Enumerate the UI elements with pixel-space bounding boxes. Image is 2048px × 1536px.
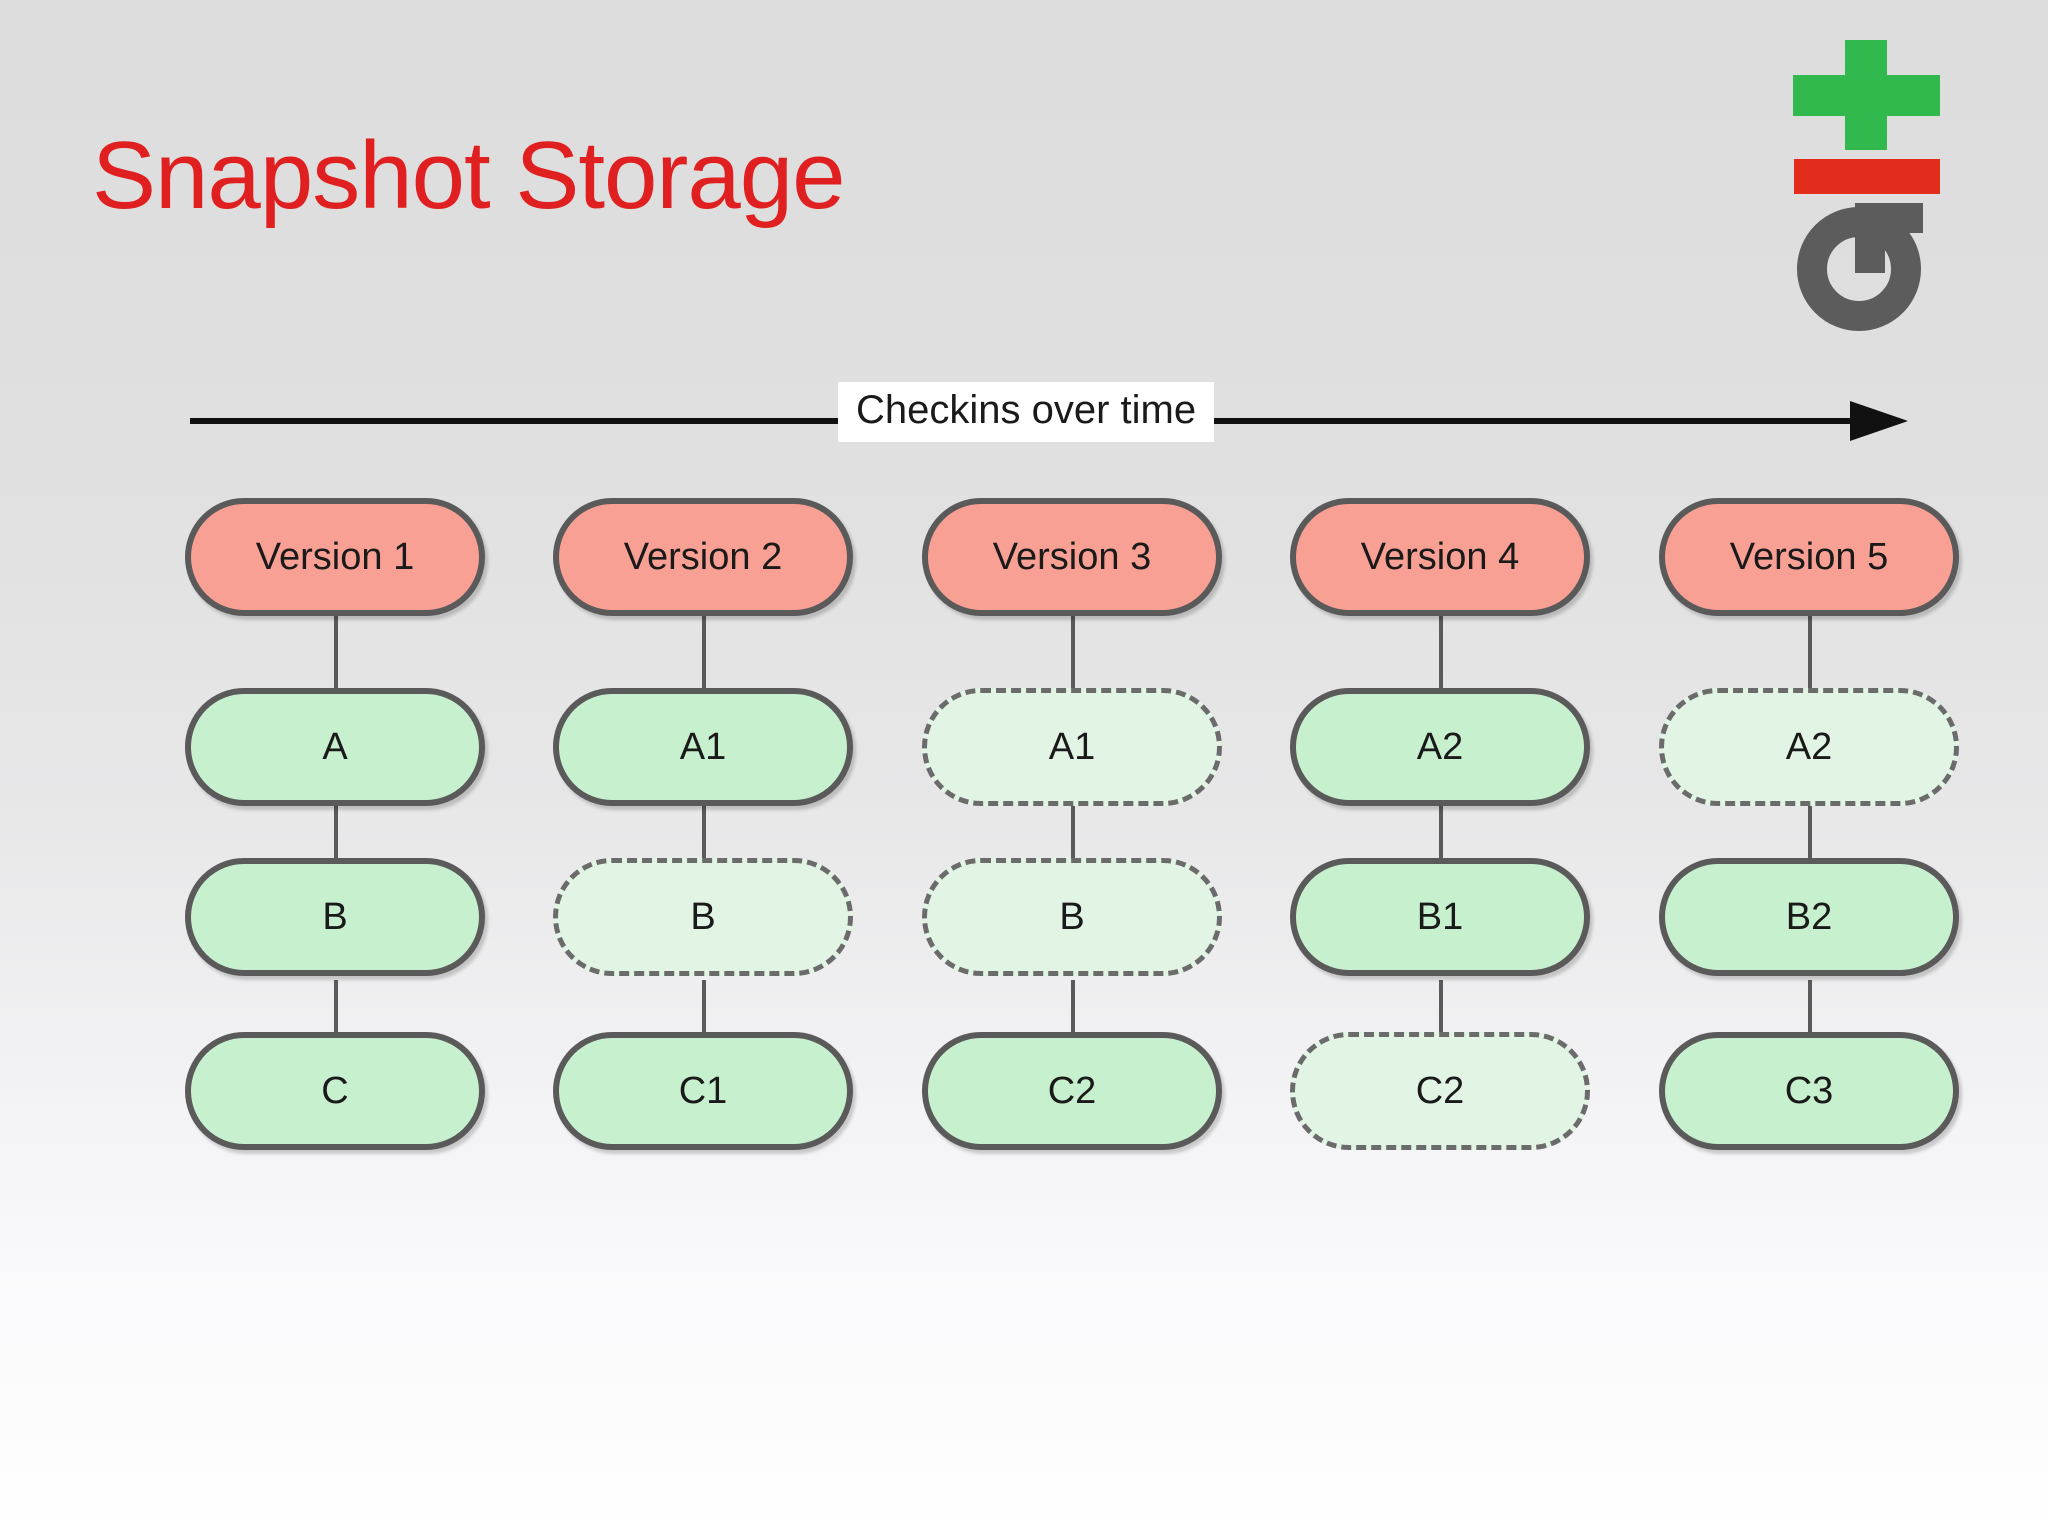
- node-connector-line: [334, 616, 338, 694]
- file-node[interactable]: B2: [1659, 858, 1959, 976]
- file-node[interactable]: C2: [922, 1032, 1222, 1150]
- file-node[interactable]: A1: [553, 688, 853, 806]
- letter-g-stem: [1855, 203, 1885, 273]
- version-header-wrap: Version 4: [1290, 498, 1590, 616]
- file-node[interactable]: A2: [1290, 688, 1590, 806]
- file-node-wrap: C: [185, 980, 485, 1150]
- version-label-node[interactable]: Version 3: [922, 498, 1222, 616]
- timeline-arrow-head-icon: [1850, 401, 1908, 441]
- file-node-wrap: C3: [1659, 980, 1959, 1150]
- node-connector-line: [1439, 806, 1443, 864]
- file-node-wrap: C2: [922, 980, 1222, 1150]
- file-node-wrap: C1: [553, 980, 853, 1150]
- node-connector-line: [1071, 980, 1075, 1038]
- file-node-wrap: A2: [1290, 616, 1590, 806]
- file-node-wrap: C2: [1290, 980, 1590, 1150]
- node-connector-line: [1808, 806, 1812, 864]
- version-label-node[interactable]: Version 5: [1659, 498, 1959, 616]
- file-node-wrap: B1: [1290, 806, 1590, 976]
- logo-red-bar: [1794, 159, 1940, 194]
- file-node-wrap: A1: [553, 616, 853, 806]
- git-logo: [1793, 40, 1963, 331]
- file-node-wrap: B2: [1659, 806, 1959, 976]
- node-connector-line: [1439, 616, 1443, 694]
- node-connector-line: [1439, 980, 1443, 1038]
- timeline-label: Checkins over time: [838, 382, 1215, 442]
- node-connector-line: [702, 980, 706, 1038]
- node-connector-line: [334, 806, 338, 864]
- version-label-node[interactable]: Version 1: [185, 498, 485, 616]
- version-header-wrap: Version 1: [185, 498, 485, 616]
- node-connector-line: [334, 980, 338, 1038]
- file-node[interactable]: C2: [1290, 1032, 1590, 1150]
- node-connector-line: [1071, 806, 1075, 864]
- file-node[interactable]: C1: [553, 1032, 853, 1150]
- version-label-node[interactable]: Version 2: [553, 498, 853, 616]
- version-label-node[interactable]: Version 4: [1290, 498, 1590, 616]
- file-node-wrap: A2: [1659, 616, 1959, 806]
- file-node-wrap: B: [185, 806, 485, 976]
- file-node[interactable]: C: [185, 1032, 485, 1150]
- node-connector-line: [1071, 616, 1075, 694]
- version-header-wrap: Version 2: [553, 498, 853, 616]
- file-node-wrap: B: [922, 806, 1222, 976]
- node-connector-line: [1808, 980, 1812, 1038]
- file-node[interactable]: A: [185, 688, 485, 806]
- file-node[interactable]: B: [185, 858, 485, 976]
- file-node[interactable]: A1: [922, 688, 1222, 806]
- file-node[interactable]: C3: [1659, 1032, 1959, 1150]
- node-connector-line: [702, 616, 706, 694]
- version-header-wrap: Version 5: [1659, 498, 1959, 616]
- page-title: Snapshot Storage: [92, 122, 846, 229]
- file-node[interactable]: B: [553, 858, 853, 976]
- file-node[interactable]: B1: [1290, 858, 1590, 976]
- file-node-wrap: A: [185, 616, 485, 806]
- file-node[interactable]: B: [922, 858, 1222, 976]
- plus-icon-horizontal-bar: [1793, 75, 1940, 116]
- file-node-wrap: B: [553, 806, 853, 976]
- node-connector-line: [702, 806, 706, 864]
- node-connector-line: [1808, 616, 1812, 694]
- file-node-wrap: A1: [922, 616, 1222, 806]
- version-header-wrap: Version 3: [922, 498, 1222, 616]
- file-node[interactable]: A2: [1659, 688, 1959, 806]
- letter-g-icon: [1793, 203, 1945, 333]
